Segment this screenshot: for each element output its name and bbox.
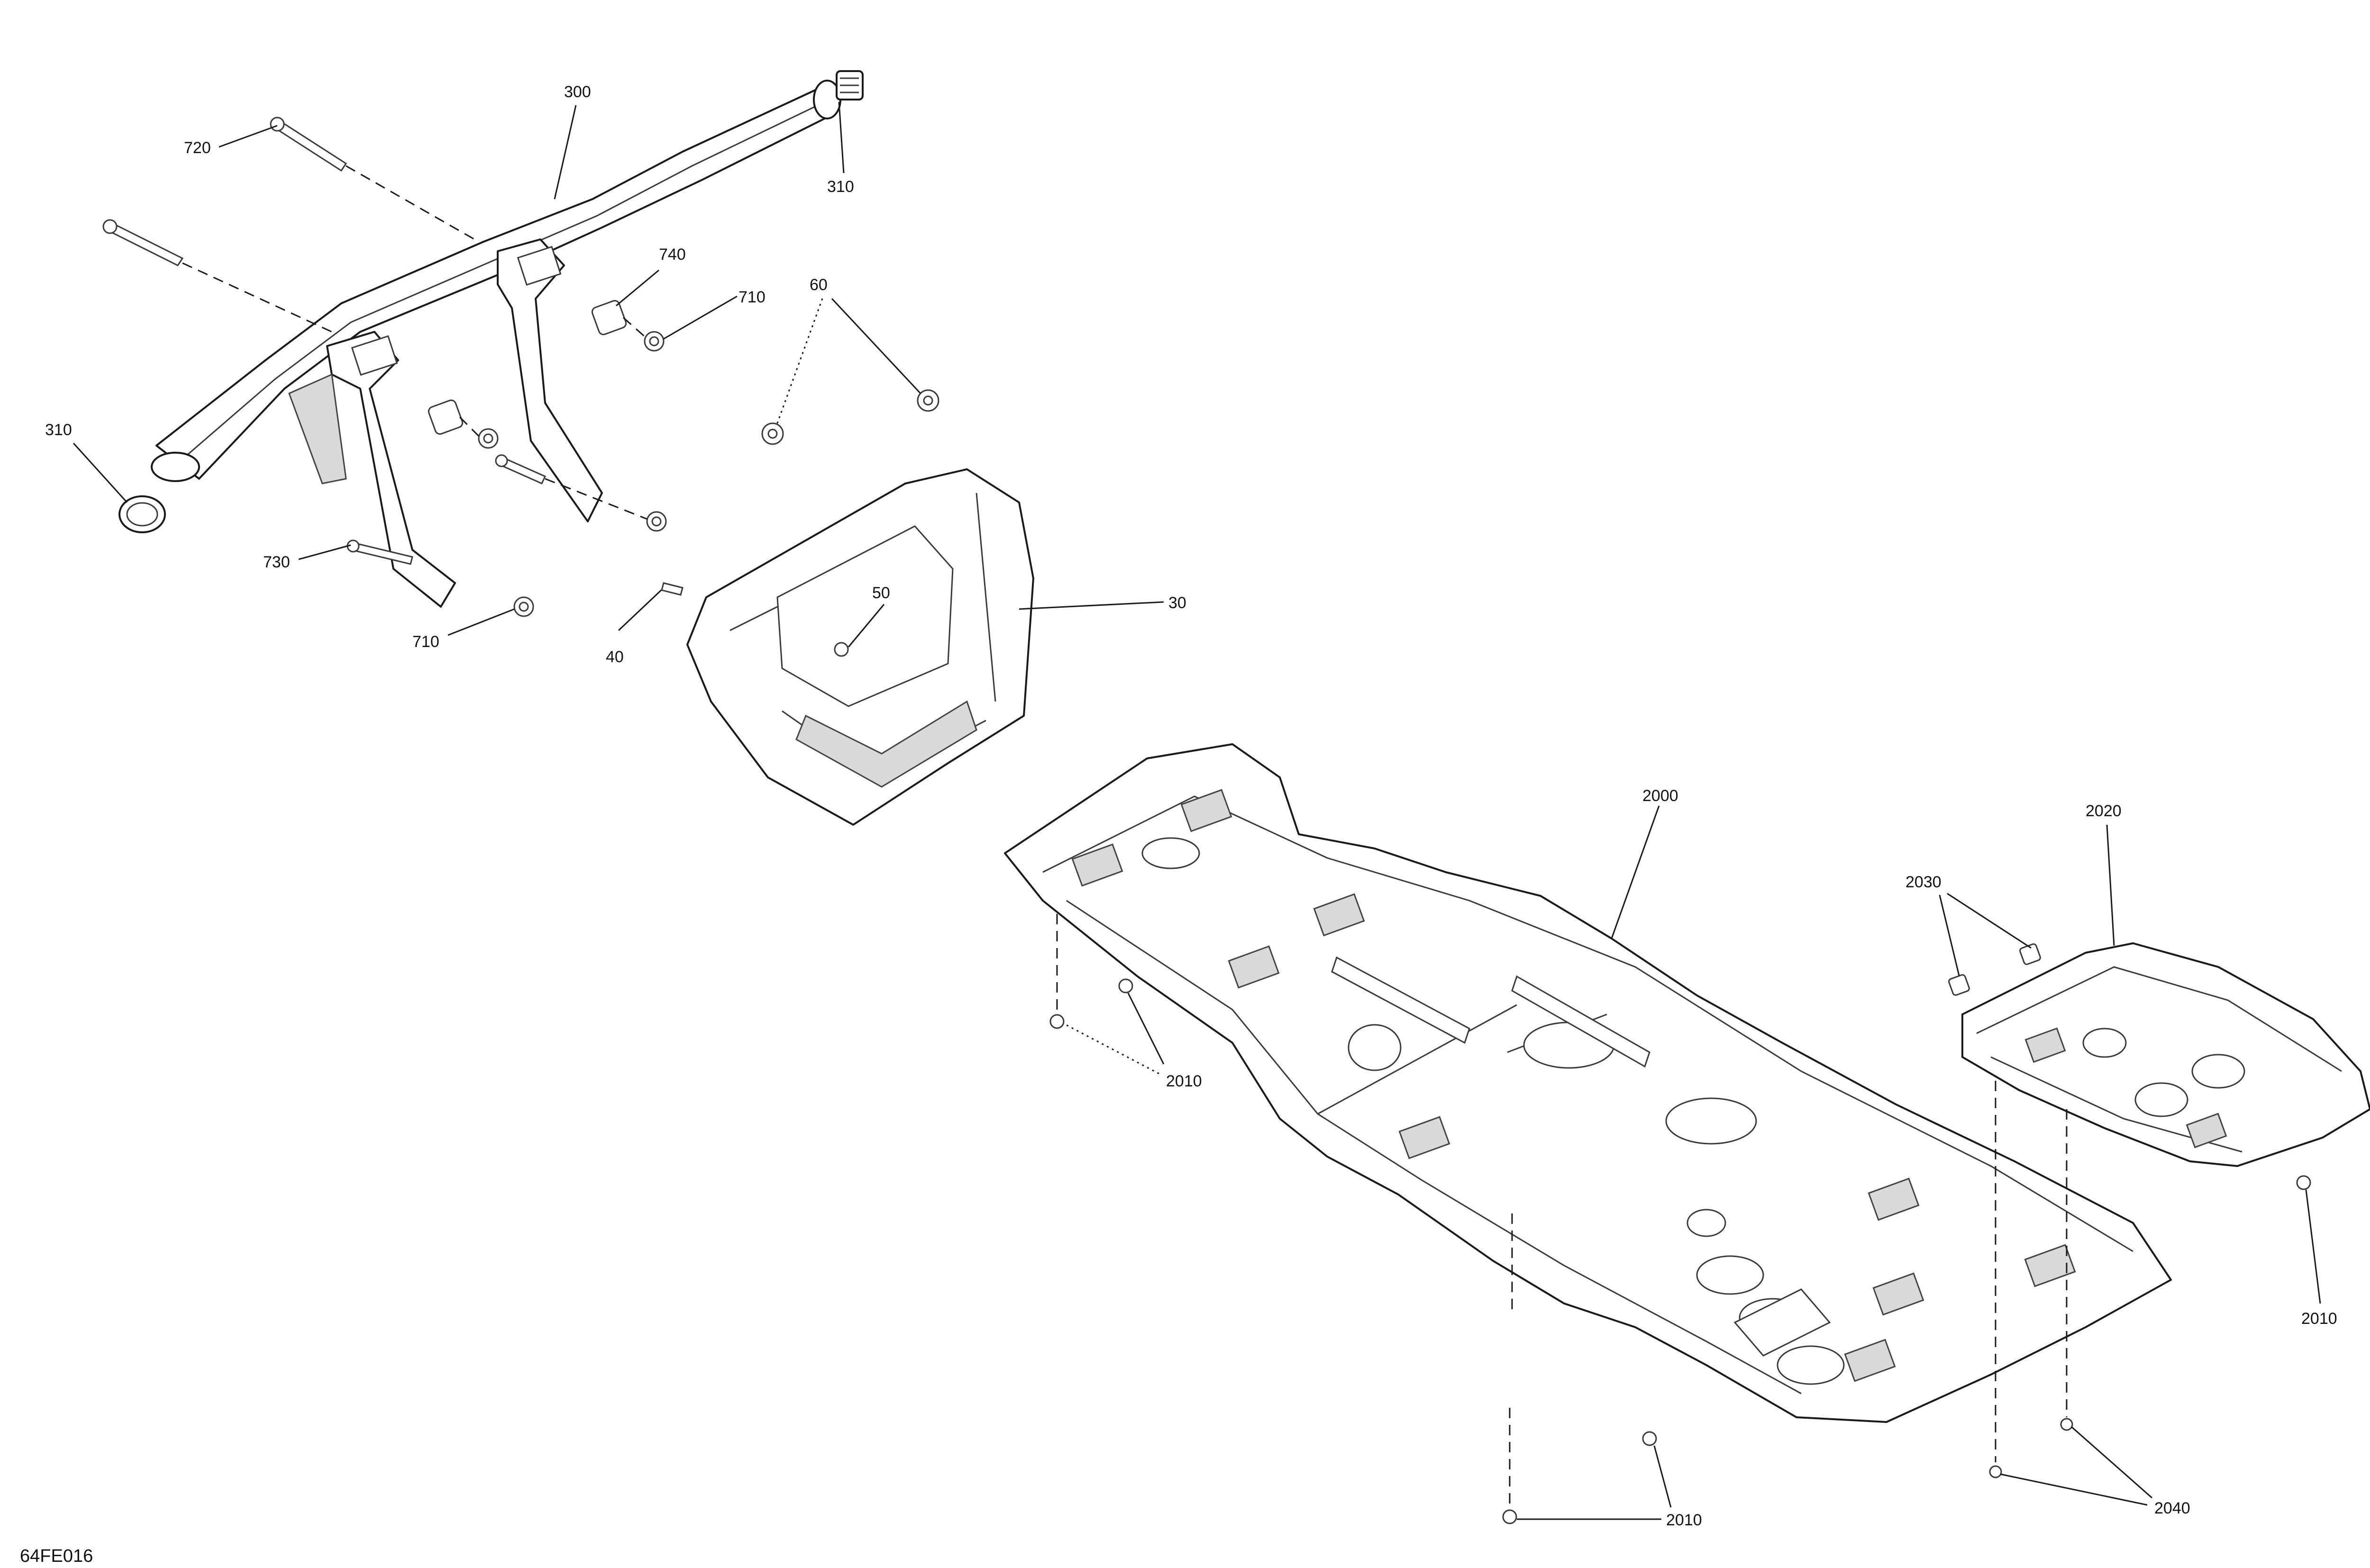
callout-2010-front: 2010 [1166, 1072, 1202, 1090]
end-cap-310-right [836, 70, 864, 100]
end-cap-310-left [118, 495, 166, 533]
drawing-code: 64FE016 [20, 1546, 93, 1566]
callout-40: 40 [606, 648, 624, 666]
spacer-740-lower [428, 399, 464, 435]
fastener-2010-4 [1502, 1509, 1517, 1524]
callout-2010-rear: 2010 [2301, 1310, 2337, 1328]
callout-60: 60 [810, 276, 828, 294]
skid-plate-part-2000 [1004, 743, 2172, 1423]
nut-710-a [644, 331, 665, 352]
spacer-740-upper [591, 300, 627, 336]
bolt-720-upper [270, 117, 347, 172]
callout-2010-bottom: 2010 [1666, 1511, 1702, 1529]
callout-710-right: 710 [738, 288, 766, 306]
callout-50: 50 [872, 584, 890, 602]
rear-skid-plate-part-2020 [1961, 942, 2370, 1167]
push-nut-60-a [761, 422, 784, 445]
bolt-720-lower [102, 219, 184, 266]
callout-2030: 2030 [1905, 873, 1942, 891]
fastener-2040-1 [1989, 1465, 2002, 1478]
fastener-2010-1 [1049, 1014, 1065, 1029]
nut-710-b [478, 428, 499, 449]
bolt-730-b [346, 539, 413, 565]
callout-300: 300 [564, 83, 591, 101]
fastener-2010-5 [2296, 1175, 2311, 1190]
front-panel-part-30 [686, 468, 1034, 826]
clip-2030-a [2019, 943, 2041, 965]
callout-2000: 2000 [1642, 787, 1678, 805]
clip-40 [661, 582, 684, 596]
fastener-2010-2 [1118, 978, 1133, 994]
callout-710-lower: 710 [412, 633, 439, 651]
callout-30: 30 [1168, 594, 1186, 612]
callout-2040: 2040 [2154, 1499, 2190, 1517]
fastener-2040-2 [2060, 1418, 2073, 1431]
callout-310-left: 310 [45, 421, 72, 439]
leader-lines [73, 101, 2321, 1520]
callout-720: 720 [184, 139, 211, 157]
callout-730: 730 [263, 553, 290, 571]
clip-2030-b [1948, 974, 1970, 996]
nut-710-c [646, 511, 667, 532]
bumper-bracket-right [497, 238, 603, 522]
callout-310-right: 310 [827, 178, 854, 196]
nut-710-d [513, 596, 534, 617]
bolt-730-a [495, 454, 547, 484]
fastener-2010-3 [1642, 1431, 1657, 1446]
callout-740: 740 [659, 246, 686, 264]
bumper-tube-part-300 [151, 80, 841, 482]
callout-2020: 2020 [2086, 802, 2122, 820]
push-nut-60-b [917, 389, 939, 412]
bumper-bracket-left [288, 331, 456, 608]
